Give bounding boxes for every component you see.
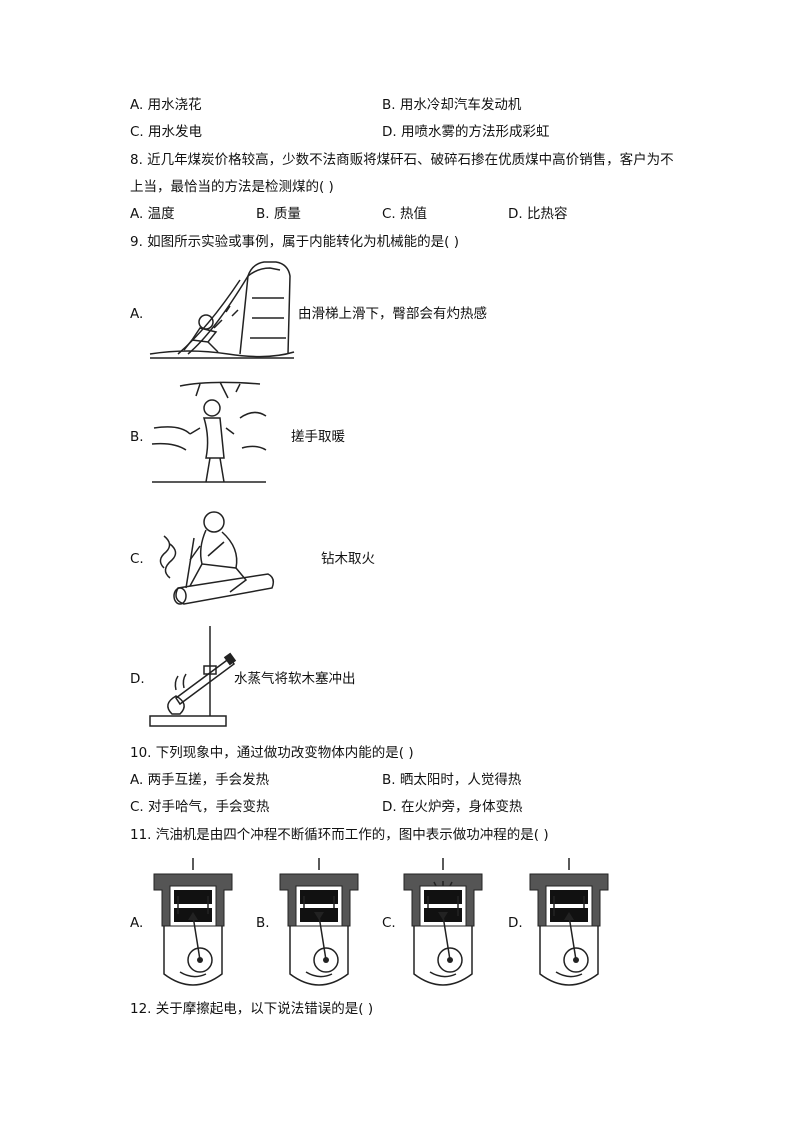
q8-option-a: A. 温度 [130, 206, 175, 222]
slide-illustration [149, 261, 295, 359]
q9-option-b-text: 搓手取暖 [291, 429, 345, 445]
q9-option-d-letter: D. [130, 671, 145, 687]
q10-stem: 10. 下列现象中，通过做功改变物体内能的是( ) [130, 745, 414, 761]
q7-option-d: D. 用喷水雾的方法形成彩虹 [382, 124, 550, 140]
engine-diagram-b [279, 857, 359, 986]
rubbing-hands-illustration [151, 381, 267, 483]
steam-cork-illustration [149, 626, 237, 727]
q8-option-c: C. 热值 [382, 206, 428, 222]
q12-stem: 12. 关于摩擦起电，以下说法错误的是( ) [130, 1001, 374, 1017]
q9-option-c-letter: C. [130, 551, 144, 567]
engine-diagram-a [153, 857, 233, 986]
q8-option-b: B. 质量 [256, 206, 301, 222]
q9-option-b-letter: B. [130, 429, 144, 445]
q8-option-d: D. 比热容 [508, 206, 568, 222]
q10-option-c: C. 对手哈气，手会变热 [130, 799, 270, 815]
q7-option-a: A. 用水浇花 [130, 97, 202, 113]
q9-stem: 9. 如图所示实验或事例，属于内能转化为机械能的是( ) [130, 234, 459, 250]
drilling-wood-illustration [159, 511, 275, 605]
q11-option-a-letter: A. [130, 915, 144, 931]
q8-stem-line2: 上当，最恰当的方法是检测煤的( ) [130, 179, 334, 195]
q9-option-a-text: 由滑梯上滑下，臀部会有灼热感 [298, 306, 487, 322]
q10-option-b: B. 晒太阳时，人觉得热 [382, 772, 522, 788]
q11-option-c-letter: C. [382, 915, 396, 931]
q7-option-c: C. 用水发电 [130, 124, 203, 140]
engine-diagram-d [529, 857, 609, 986]
engine-diagram-c [403, 857, 483, 986]
q10-option-a: A. 两手互搓，手会发热 [130, 772, 270, 788]
q8-stem-line1: 8. 近几年煤炭价格较高，少数不法商贩将煤矸石、破碎石掺在优质煤中高价销售，客户… [130, 152, 674, 168]
q7-option-b: B. 用水冷却汽车发动机 [382, 97, 522, 113]
q9-option-c-text: 钻木取火 [321, 551, 375, 567]
q11-stem: 11. 汽油机是由四个冲程不断循环而工作的，图中表示做功冲程的是( ) [130, 827, 549, 843]
q11-option-d-letter: D. [508, 915, 523, 931]
q10-option-d: D. 在火炉旁，身体变热 [382, 799, 523, 815]
q9-option-d-text: 水蒸气将软木塞冲出 [234, 671, 356, 687]
q9-option-a-letter: A. [130, 306, 144, 322]
q11-option-b-letter: B. [256, 915, 270, 931]
